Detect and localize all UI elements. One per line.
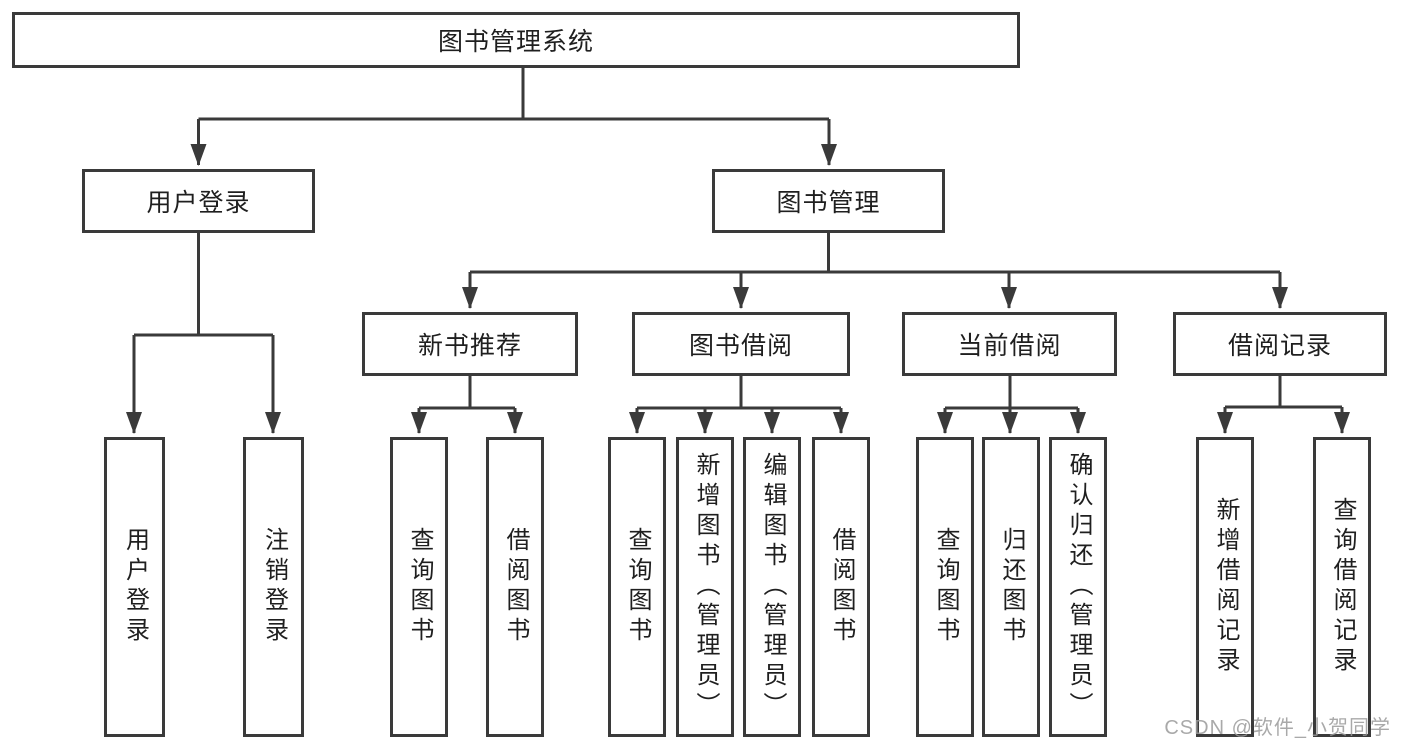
node-borrow-records-label: 借阅记录 [1227, 332, 1332, 360]
leaf-cb-return-books: 归还图书 [982, 437, 1040, 737]
leaf-br-query-record-label: 查询借阅记录 [1329, 497, 1356, 677]
node-user-login-label: 用户登录 [146, 189, 251, 217]
leaf-bb-add-books-label: 新增图书（管理员） [692, 452, 719, 722]
leaf-br-query-record: 查询借阅记录 [1313, 437, 1371, 737]
leaf-bb-edit-books: 编辑图书（管理员） [743, 437, 801, 737]
connector-current-borrow-children [937, 376, 1086, 434]
node-current-borrow-label: 当前借阅 [957, 332, 1062, 360]
node-current-borrow: 当前借阅 [902, 312, 1117, 376]
leaf-cb-confirm-return-label: 确认归还（管理员） [1065, 452, 1092, 722]
leaf-logout: 注销登录 [243, 437, 304, 737]
node-user-login: 用户登录 [82, 169, 315, 233]
connector-user-login-children [126, 233, 281, 434]
node-new-book-rec-label: 新书推荐 [417, 332, 522, 360]
watermark-text: CSDN @软件_小贺同学 [1164, 717, 1391, 739]
node-book-borrow: 图书借阅 [632, 312, 850, 376]
leaf-bb-query-books: 查询图书 [608, 437, 666, 737]
connector-book-borrow-children [629, 376, 849, 434]
node-new-book-rec: 新书推荐 [362, 312, 578, 376]
connector-borrow-records-children [1217, 376, 1350, 434]
node-root-label: 图书管理系统 [437, 28, 594, 56]
node-book-borrow-label: 图书借阅 [688, 332, 793, 360]
leaf-bb-edit-books-label: 编辑图书（管理员） [759, 452, 786, 722]
leaf-cb-return-books-label: 归还图书 [998, 527, 1025, 647]
connector-book-mgmt-children [462, 233, 1288, 309]
leaf-cb-query-books-label: 查询图书 [932, 527, 959, 647]
leaf-user-login: 用户登录 [104, 437, 165, 737]
leaf-cb-confirm-return: 确认归还（管理员） [1049, 437, 1107, 737]
leaf-logout-label: 注销登录 [260, 527, 288, 647]
leaf-br-add-record-label: 新增借阅记录 [1212, 497, 1239, 677]
leaf-bb-query-books-label: 查询图书 [624, 527, 651, 647]
connector-root-to-level2 [190, 68, 837, 166]
leaf-br-add-record: 新增借阅记录 [1196, 437, 1254, 737]
leaf-bb-borrow-books-label: 借阅图书 [828, 527, 855, 647]
leaf-rec-query-books: 查询图书 [390, 437, 448, 737]
leaf-rec-borrow-books: 借阅图书 [486, 437, 544, 737]
leaf-bb-borrow-books: 借阅图书 [812, 437, 870, 737]
connector-new-book-rec-children [411, 376, 523, 434]
node-book-mgmt-label: 图书管理 [776, 189, 881, 217]
leaf-rec-query-books-label: 查询图书 [406, 527, 433, 647]
node-book-mgmt: 图书管理 [712, 169, 945, 233]
node-borrow-records: 借阅记录 [1173, 312, 1387, 376]
node-root: 图书管理系统 [12, 12, 1020, 68]
leaf-bb-add-books: 新增图书（管理员） [676, 437, 734, 737]
leaf-cb-query-books: 查询图书 [916, 437, 974, 737]
leaf-user-login-label: 用户登录 [121, 527, 149, 647]
leaf-rec-borrow-books-label: 借阅图书 [502, 527, 529, 647]
